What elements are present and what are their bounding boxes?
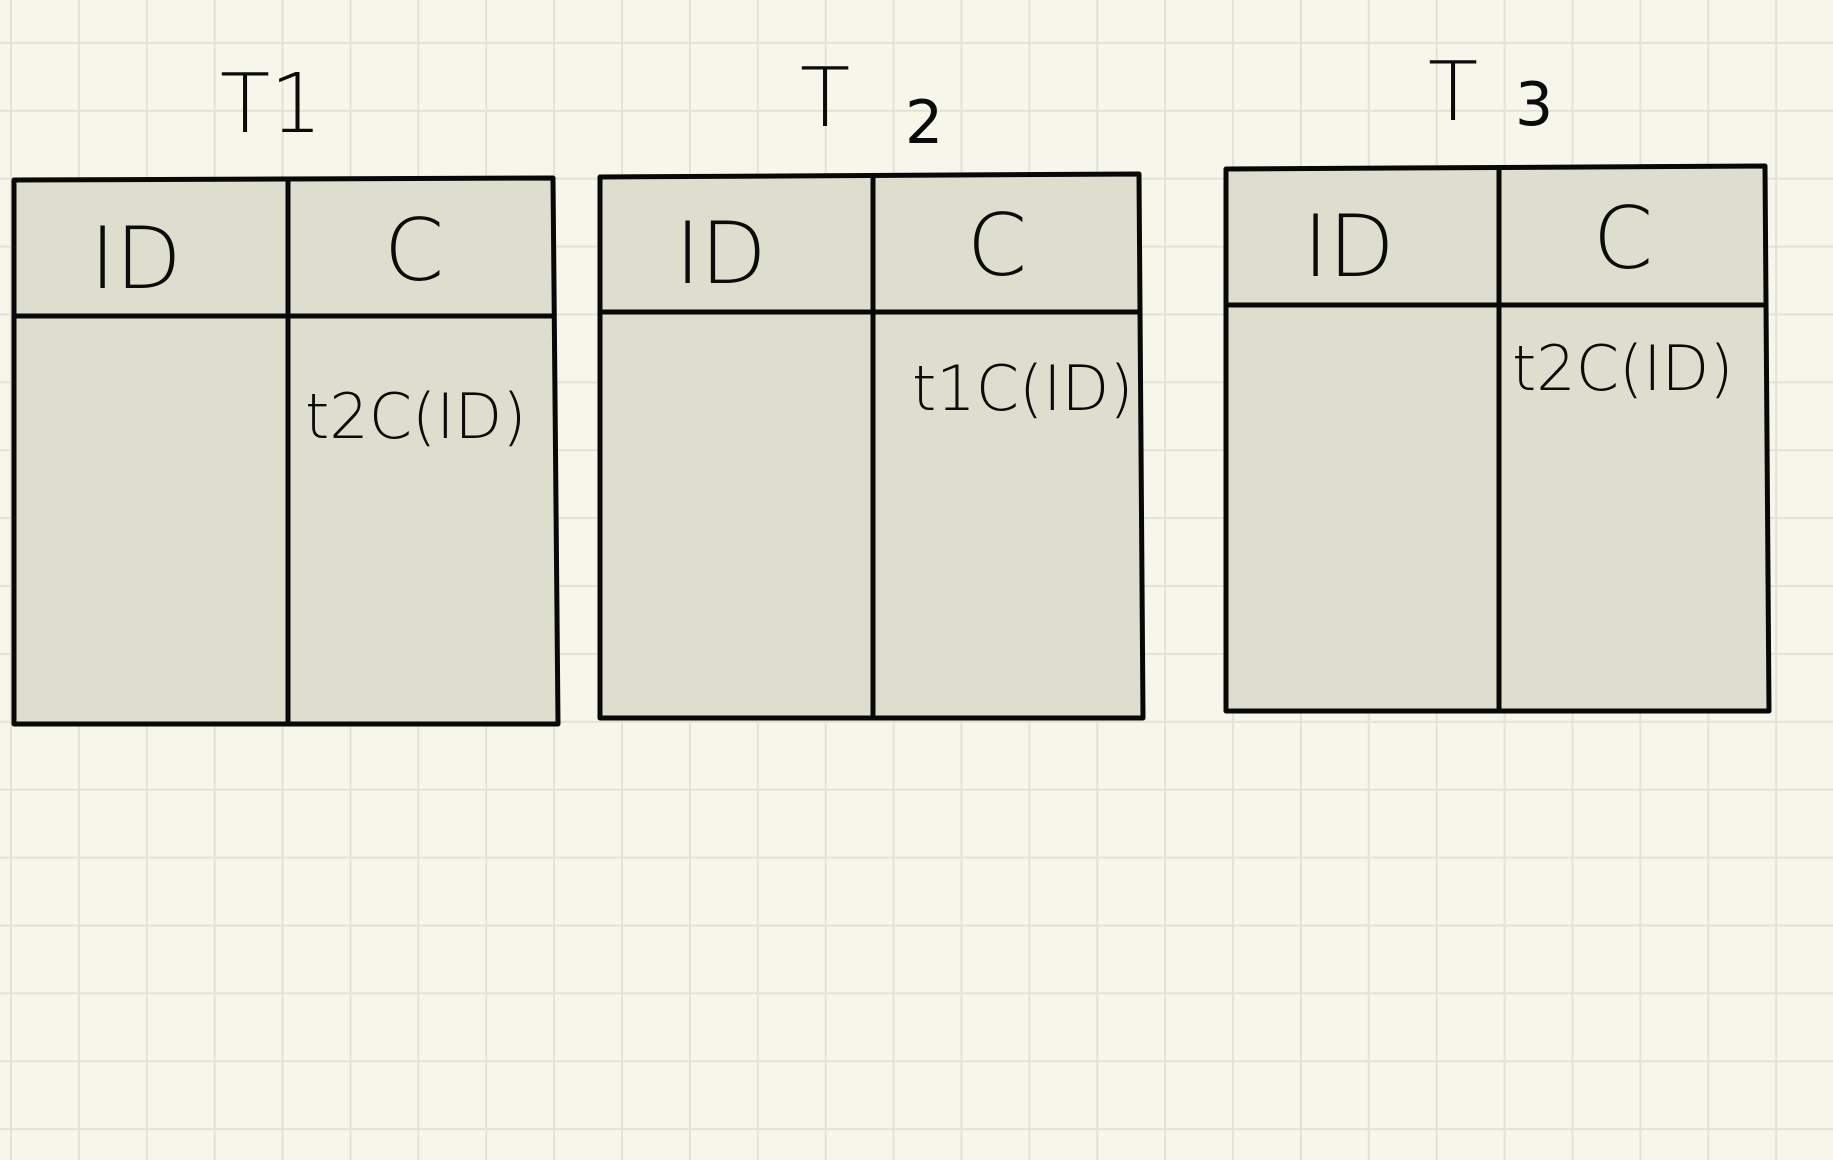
- table-t1-header-c: C: [384, 201, 444, 301]
- table-t3: T 3 ID C t2C(ID): [1223, 45, 1772, 714]
- table-t3-title-subscript: 3: [1515, 70, 1553, 140]
- table-t2-header-id: ID: [675, 204, 767, 304]
- table-t2-title: T: [800, 51, 850, 146]
- table-t2: T 2 ID C t1C(ID): [597, 51, 1146, 721]
- table-t1-title: T1: [220, 57, 322, 152]
- table-t2-header-c: C: [967, 196, 1027, 296]
- table-t1-header-id: ID: [90, 209, 182, 309]
- table-t3-header-c: C: [1593, 189, 1653, 289]
- table-t3-cell-c: t2C(ID): [1512, 332, 1733, 405]
- table-t1-cell-c: t2C(ID): [305, 380, 526, 453]
- table-t2-cell-c: t1C(ID): [912, 352, 1133, 425]
- table-t3-header-id: ID: [1303, 197, 1395, 297]
- table-t1: T1 ID C t2C(ID): [11, 57, 561, 727]
- table-t3-title: T: [1428, 45, 1478, 140]
- table-t2-title-subscript: 2: [905, 88, 943, 158]
